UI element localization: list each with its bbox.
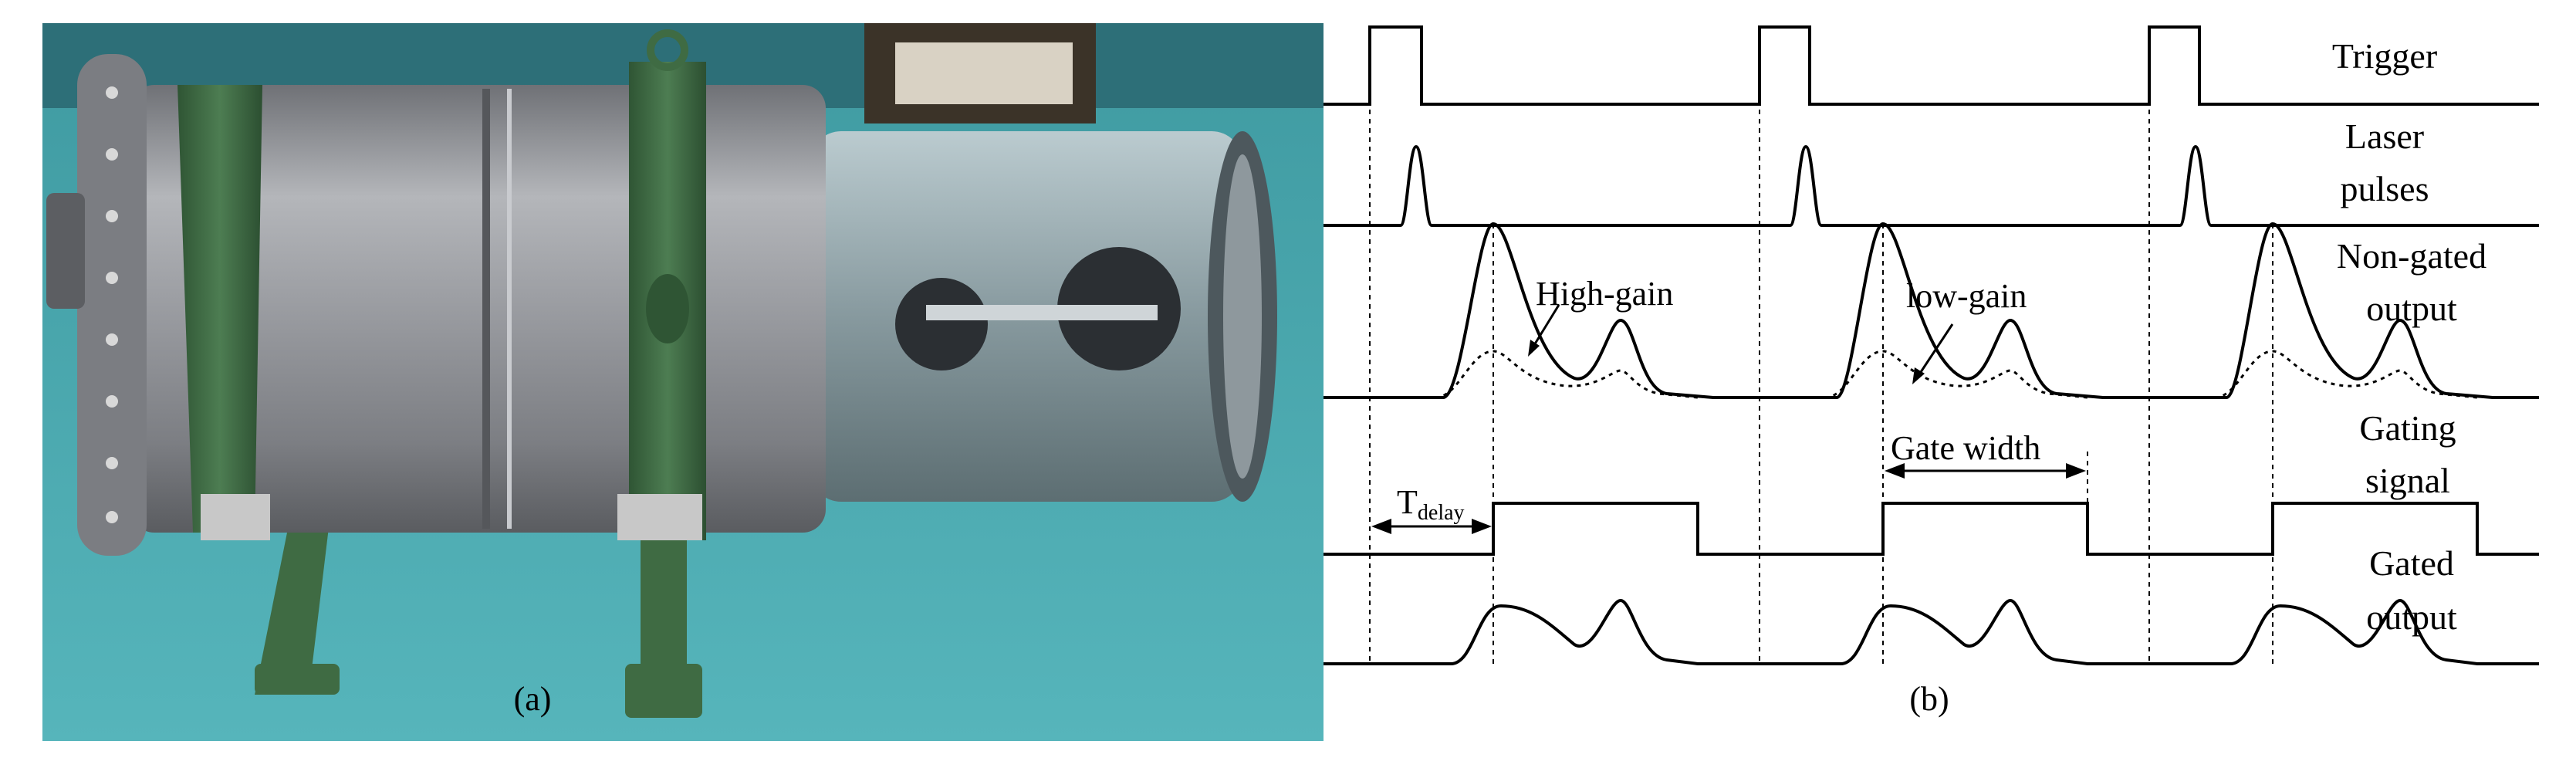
high-gain-label: High-gain bbox=[1536, 275, 1673, 313]
t-delay-main: T bbox=[1397, 483, 1418, 521]
left-strap bbox=[177, 85, 262, 533]
gated-row-label-line2: output bbox=[2366, 597, 2457, 637]
trigger-waveform bbox=[1323, 25, 2539, 106]
trigger-row-label: Trigger bbox=[2332, 36, 2437, 76]
panel-a-label: (a) bbox=[514, 680, 552, 718]
gating-signal-waveform bbox=[1323, 502, 2539, 556]
row-labels: Trigger Laser pulses Non-gated output Ga… bbox=[2332, 36, 2486, 637]
background-box-label bbox=[895, 42, 1073, 104]
nongated-row-label-line1: Non-gated bbox=[2337, 236, 2486, 276]
reference-lines bbox=[1369, 100, 2273, 664]
panel-a-photo: (a) bbox=[42, 23, 1323, 741]
left-strap-clamp bbox=[201, 494, 270, 540]
low-gain-pointer bbox=[1912, 323, 1954, 384]
right-strap-clamp bbox=[617, 494, 702, 540]
t-delay-label: Tdelay bbox=[1397, 483, 1465, 525]
gated-output-waveform bbox=[1323, 598, 2539, 665]
gate-width-label: Gate width bbox=[1891, 429, 2040, 467]
gating-row-label-line1: Gating bbox=[2359, 408, 2456, 448]
low-gain-output-waveform bbox=[1435, 350, 2478, 399]
glass-window bbox=[810, 131, 1277, 502]
front-flange bbox=[46, 54, 147, 556]
lifting-eye bbox=[647, 29, 688, 71]
panel-b-timing-diagram: High-gain low-gain Gate width Tdelay Tri… bbox=[1323, 25, 2539, 718]
high-gain-pointer bbox=[1528, 304, 1560, 357]
laser-row-label-line2: pulses bbox=[2341, 169, 2429, 208]
laser-pulse-waveform bbox=[1323, 144, 2539, 227]
t-delay-subscript: delay bbox=[1418, 501, 1465, 525]
low-gain-label: low-gain bbox=[1906, 277, 2027, 315]
handle bbox=[646, 274, 689, 343]
panel-b-label: (b) bbox=[1909, 680, 1949, 718]
gated-row-label-line1: Gated bbox=[2369, 543, 2454, 583]
gate-width-arrow bbox=[1885, 452, 2088, 509]
nongated-row-label-line2: output bbox=[2366, 289, 2457, 328]
high-gain-output-waveform bbox=[1323, 222, 2539, 399]
left-stand bbox=[255, 502, 340, 695]
gating-row-label-line2: signal bbox=[2365, 461, 2450, 500]
t-delay-arrow bbox=[1371, 519, 1492, 534]
laser-row-label-line1: Laser bbox=[2345, 117, 2424, 156]
